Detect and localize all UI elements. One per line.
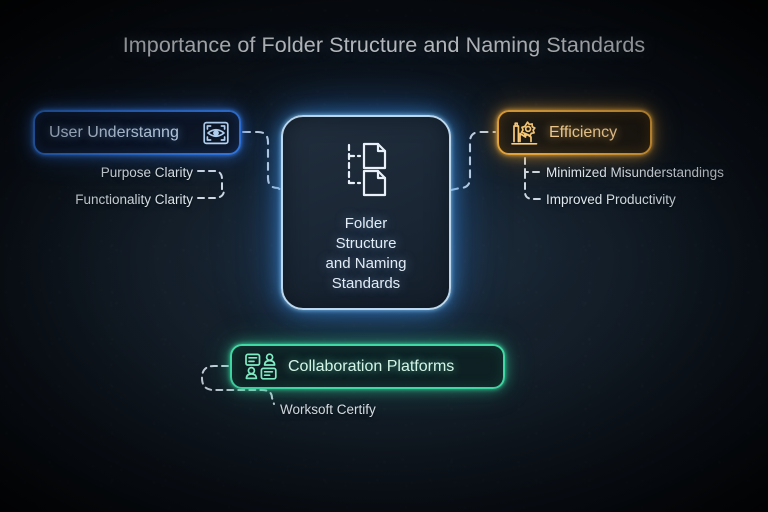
branch-label-collaboration-platforms: Collaboration Platforms [288, 357, 455, 375]
center-node-folder-structure[interactable]: Folder Structure and Naming Standards [281, 115, 451, 310]
branch-label-efficiency: Efficiency [549, 123, 618, 141]
branch-label-user-understanding: User Understanng [49, 123, 179, 141]
file-tree-icon [347, 142, 387, 197]
edge-functionality-clarity [197, 189, 225, 199]
center-line-1: Folder [344, 215, 388, 232]
factory-gear-icon [511, 120, 538, 145]
center-line-2: Structure [335, 235, 397, 252]
people-chat-icon [245, 352, 277, 380]
center-node-label: Folder Structure and Naming Standards [326, 214, 407, 294]
edge-center-to-efficiency [449, 130, 497, 192]
edge-minimized-misunderstandings [524, 157, 542, 173]
eye-in-frame-icon [203, 121, 229, 144]
sub-label-worksoft-certify: Worksoft Certify [280, 402, 376, 417]
page-title: Importance of Folder Structure and Namin… [122, 33, 646, 57]
edge-improved-productivity [524, 171, 544, 200]
sub-label-purpose-clarity: Purpose Clarity [100, 165, 193, 180]
branch-node-user-understanding[interactable]: User Understanng [33, 110, 241, 155]
branch-node-efficiency[interactable]: Efficiency [497, 110, 652, 155]
center-line-4: Standards [331, 275, 401, 292]
sub-label-minimized-misunderstandings: Minimized Misunderstandings [546, 165, 724, 180]
branch-node-collaboration-platforms[interactable]: Collaboration Platforms [230, 344, 505, 389]
edge-user-to-center [241, 130, 283, 192]
sub-label-improved-productivity: Improved Productivity [546, 192, 676, 207]
center-line-3: and Naming [325, 255, 407, 272]
sub-label-functionality-clarity: Functionality Clarity [75, 192, 193, 207]
edge-purpose-clarity [197, 170, 223, 191]
